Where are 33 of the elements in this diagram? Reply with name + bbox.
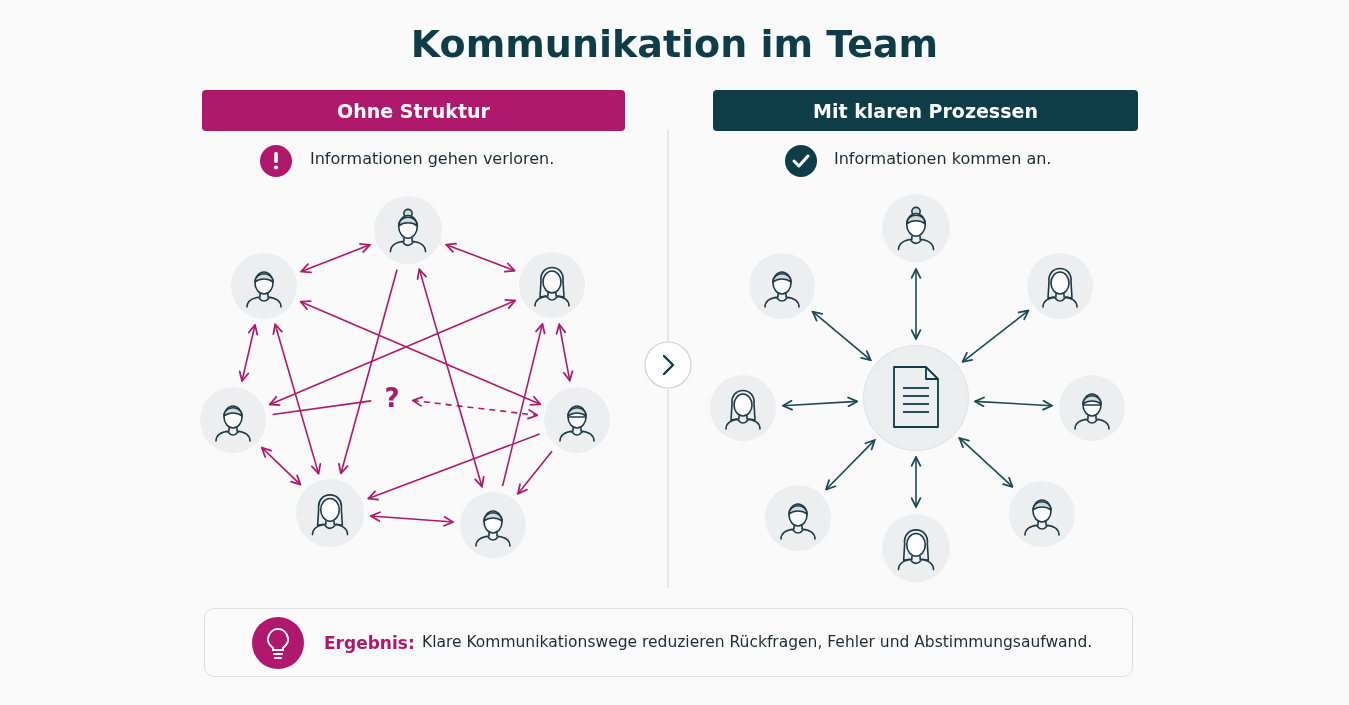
status-note: Informationen gehen verloren. — [310, 149, 555, 168]
title: Kommunikation im Team — [409, 22, 940, 66]
arrow — [782, 396, 858, 411]
connector-line — [271, 400, 372, 416]
document-hub — [864, 346, 968, 450]
result-text: Klare Kommunikationswege reduzieren Rückfragen, Fehler und Abstimmungsaufwand. — [422, 633, 1093, 651]
arrow — [961, 309, 1030, 363]
arrow — [825, 439, 876, 491]
arrow — [445, 242, 516, 273]
arrow — [238, 324, 259, 382]
arrow — [338, 268, 398, 475]
arrow — [261, 446, 302, 486]
arrow — [958, 437, 1014, 488]
arrow — [555, 323, 574, 382]
section-header: Ohne Struktur — [202, 90, 625, 131]
arrow — [370, 511, 454, 527]
arrow — [367, 433, 541, 501]
arrow — [416, 268, 485, 488]
arrow — [517, 450, 553, 495]
dashed-arrow — [411, 396, 539, 420]
section-header: Mit klaren Prozessen — [713, 90, 1138, 131]
arrow — [974, 396, 1053, 411]
arrow — [300, 243, 371, 274]
result-card — [204, 608, 1133, 677]
arrow — [501, 322, 546, 487]
status-note: Informationen kommen an. — [834, 149, 1052, 168]
arrow — [272, 323, 322, 475]
arrow — [910, 268, 922, 340]
result-heading: Ergebnis: — [324, 633, 415, 653]
arrow — [299, 300, 542, 406]
arrow — [910, 456, 922, 508]
arrow — [811, 310, 872, 362]
arrow — [268, 299, 517, 406]
